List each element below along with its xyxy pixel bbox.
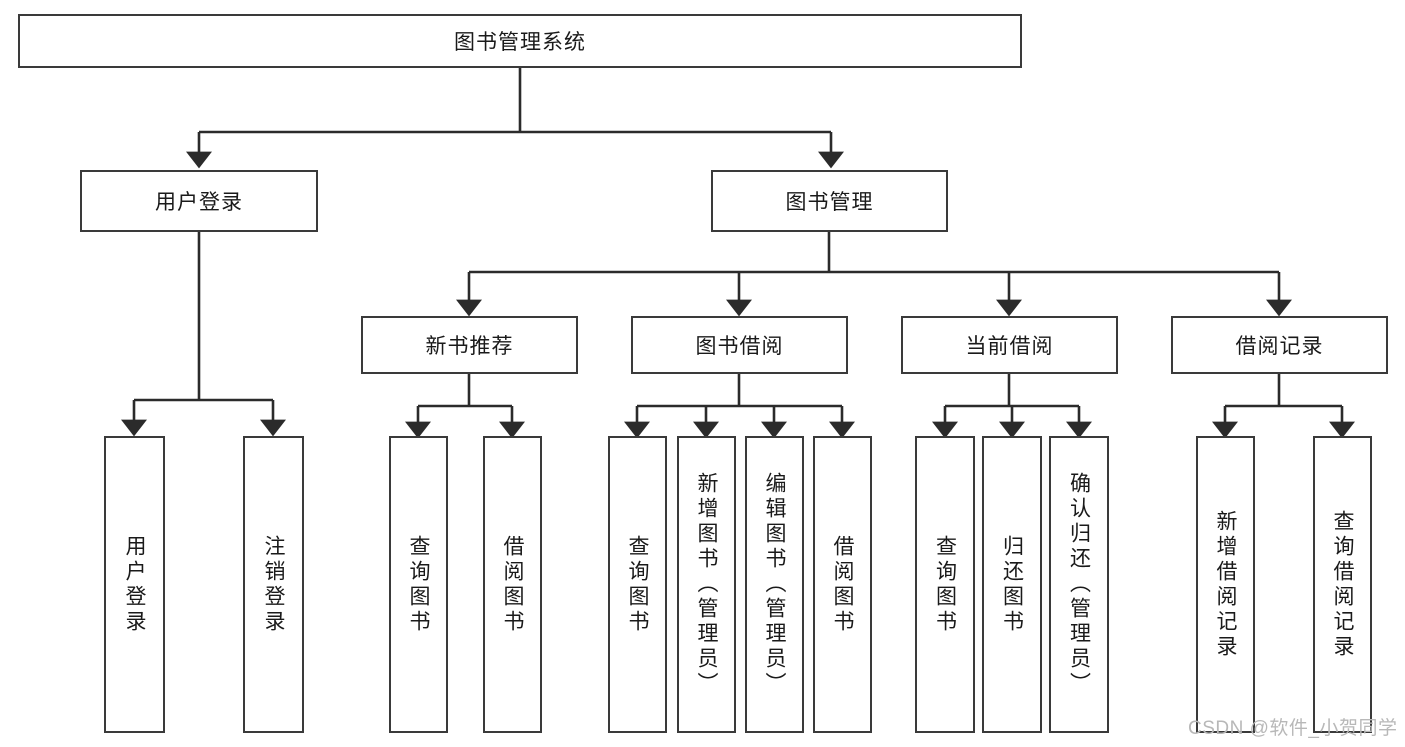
- leaf-query-book-current[interactable]: 查询图书: [915, 436, 975, 733]
- node-label: 查询借阅记录: [1331, 509, 1354, 660]
- leaf-query-borrow-record[interactable]: 查询借阅记录: [1313, 436, 1372, 733]
- node-label: 编辑图书（管理员）: [763, 472, 786, 697]
- node-label: 当前借阅: [965, 335, 1054, 358]
- node-label: 新增图书（管理员）: [695, 472, 718, 697]
- node-root-system[interactable]: 图书管理系统: [18, 14, 1022, 68]
- node-book-management[interactable]: 图书管理: [711, 170, 948, 232]
- node-label: 借阅图书: [831, 534, 854, 635]
- node-user-login[interactable]: 用户登录: [80, 170, 318, 232]
- node-new-book-recommendation[interactable]: 新书推荐: [361, 316, 578, 374]
- node-borrow-records[interactable]: 借阅记录: [1171, 316, 1388, 374]
- node-label: 查询图书: [626, 534, 649, 635]
- node-book-borrowing[interactable]: 图书借阅: [631, 316, 848, 374]
- node-label: 归还图书: [1000, 534, 1024, 635]
- node-label: 确认归还（管理员）: [1067, 472, 1091, 697]
- leaf-borrow-book-borrowing[interactable]: 借阅图书: [813, 436, 872, 733]
- leaf-logout[interactable]: 注销登录: [243, 436, 304, 733]
- leaf-return-book[interactable]: 归还图书: [982, 436, 1042, 733]
- node-label: 图书借阅: [695, 335, 784, 358]
- leaf-add-borrow-record[interactable]: 新增借阅记录: [1196, 436, 1255, 733]
- leaf-edit-book-admin[interactable]: 编辑图书（管理员）: [745, 436, 804, 733]
- node-label: 用户登录: [155, 191, 243, 214]
- watermark-text: CSDN @软件_小贺同学: [1188, 718, 1398, 739]
- node-label: 新书推荐: [425, 335, 514, 358]
- leaf-user-login[interactable]: 用户登录: [104, 436, 165, 733]
- node-label: 借阅图书: [501, 534, 524, 635]
- node-label: 查询图书: [933, 534, 957, 635]
- node-label: 新增借阅记录: [1214, 509, 1237, 660]
- node-label: 注销登录: [262, 534, 285, 635]
- leaf-add-book-admin[interactable]: 新增图书（管理员）: [677, 436, 736, 733]
- node-label: 图书管理系统: [454, 31, 586, 54]
- node-label: 查询图书: [407, 534, 430, 635]
- node-current-borrowing[interactable]: 当前借阅: [901, 316, 1118, 374]
- node-label: 借阅记录: [1235, 335, 1324, 358]
- leaf-confirm-return-admin[interactable]: 确认归还（管理员）: [1049, 436, 1109, 733]
- leaf-borrow-book-recommendation[interactable]: 借阅图书: [483, 436, 542, 733]
- leaf-query-book-borrowing[interactable]: 查询图书: [608, 436, 667, 733]
- node-label: 图书管理: [785, 191, 874, 214]
- leaf-query-book-recommendation[interactable]: 查询图书: [389, 436, 448, 733]
- node-label: 用户登录: [123, 534, 146, 635]
